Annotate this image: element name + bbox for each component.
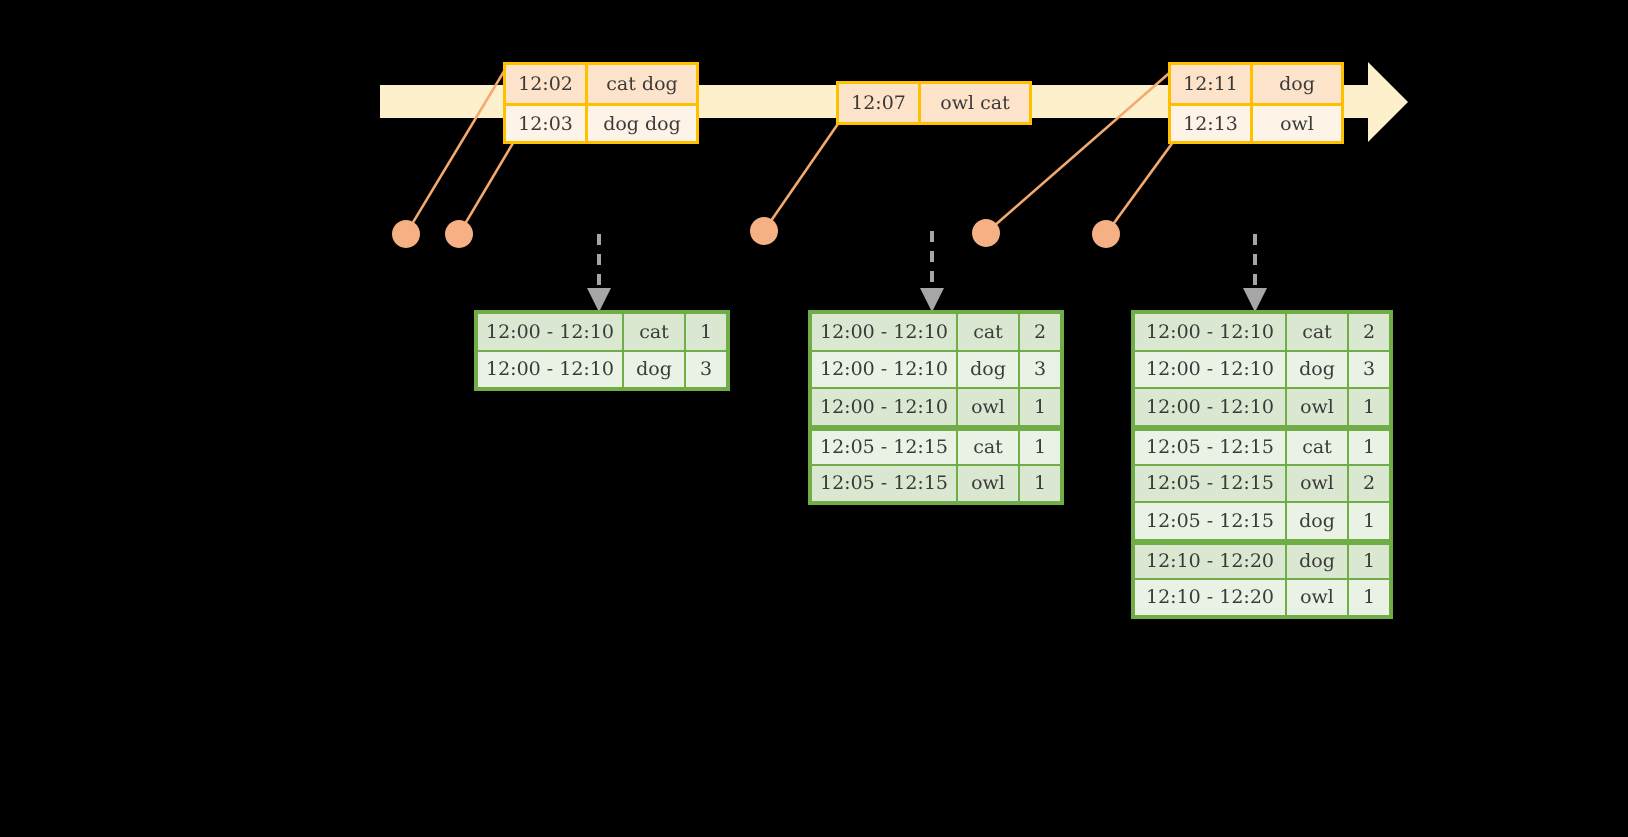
- count-cell: 1: [1348, 543, 1390, 579]
- event-box-2: 12:07 owl cat: [836, 81, 1032, 125]
- window-cell: 12:00 - 12:10: [811, 350, 957, 388]
- word-cell: owl: [1286, 578, 1348, 616]
- count-cell: 1: [1019, 464, 1061, 502]
- window-cell: 12:00 - 12:10: [477, 350, 623, 388]
- word-cell: cat: [623, 313, 685, 351]
- event-value: owl: [1280, 112, 1314, 135]
- event-dot: [1092, 220, 1120, 248]
- window-cell: 12:00 - 12:10: [477, 313, 623, 351]
- count-cell: 3: [685, 350, 727, 388]
- timeline-arrowhead-icon: [1368, 62, 1408, 142]
- event-row: 12:11 dog: [1171, 65, 1341, 103]
- event-timestamp: 12:07: [839, 84, 921, 122]
- flow-arrow-group: [587, 231, 1267, 312]
- window-cell: 12:05 - 12:15: [811, 464, 957, 502]
- event-value: dog: [1279, 73, 1315, 95]
- word-cell: owl: [1286, 464, 1348, 502]
- count-cell: 1: [1348, 502, 1390, 540]
- word-cell: owl: [1286, 388, 1348, 426]
- event-value: cat dog: [606, 73, 678, 95]
- event-box-3: 12:11 dog 12:13 owl: [1168, 62, 1344, 144]
- event-timestamp: 12:13: [1171, 106, 1253, 141]
- window-cell: 12:00 - 12:10: [1134, 350, 1286, 388]
- window-cell: 12:00 - 12:10: [1134, 313, 1286, 351]
- event-dot: [445, 220, 473, 248]
- window-cell: 12:10 - 12:20: [1134, 578, 1286, 616]
- event-dot: [392, 220, 420, 248]
- window-cell: 12:00 - 12:10: [1134, 388, 1286, 426]
- count-cell: 3: [1019, 350, 1061, 388]
- word-cell: dog: [1286, 502, 1348, 540]
- window-cell: 12:00 - 12:10: [811, 313, 957, 351]
- word-cell: cat: [1286, 313, 1348, 351]
- word-cell: dog: [1286, 350, 1348, 388]
- window-cell: 12:00 - 12:10: [811, 388, 957, 426]
- word-cell: owl: [957, 388, 1019, 426]
- event-timestamp: 12:03: [506, 106, 588, 141]
- count-cell: 2: [1348, 313, 1390, 351]
- event-dot: [750, 217, 778, 245]
- event-value: dog dog: [603, 112, 681, 135]
- word-cell: dog: [623, 350, 685, 388]
- event-row: 12:07 owl cat: [839, 84, 1029, 122]
- word-cell: dog: [1286, 543, 1348, 579]
- count-cell: 1: [1019, 388, 1061, 426]
- count-cell: 2: [1019, 313, 1061, 351]
- event-row: 12:03 dog dog: [506, 103, 696, 141]
- window-cell: 12:05 - 12:15: [1134, 464, 1286, 502]
- event-timestamp: 12:02: [506, 65, 588, 103]
- event-box-1: 12:02 cat dog 12:03 dog dog: [503, 62, 699, 144]
- count-cell: 1: [1019, 429, 1061, 465]
- window-cell: 12:05 - 12:15: [1134, 429, 1286, 465]
- count-cell: 3: [1348, 350, 1390, 388]
- event-dot-group: [392, 217, 1120, 248]
- count-cell: 1: [1348, 388, 1390, 426]
- count-cell: 1: [1348, 578, 1390, 616]
- count-cell: 1: [685, 313, 727, 351]
- event-timestamp: 12:11: [1171, 65, 1253, 103]
- count-cell: 2: [1348, 464, 1390, 502]
- event-value: owl cat: [940, 92, 1010, 114]
- event-row: 12:13 owl: [1171, 103, 1341, 141]
- word-cell: cat: [957, 429, 1019, 465]
- window-cell: 12:05 - 12:15: [811, 429, 957, 465]
- event-dot: [972, 219, 1000, 247]
- word-cell: cat: [1286, 429, 1348, 465]
- window-cell: 12:10 - 12:20: [1134, 543, 1286, 579]
- count-cell: 1: [1348, 429, 1390, 465]
- word-cell: owl: [957, 464, 1019, 502]
- window-cell: 12:05 - 12:15: [1134, 502, 1286, 540]
- event-row: 12:02 cat dog: [506, 65, 696, 103]
- word-cell: dog: [957, 350, 1019, 388]
- word-cell: cat: [957, 313, 1019, 351]
